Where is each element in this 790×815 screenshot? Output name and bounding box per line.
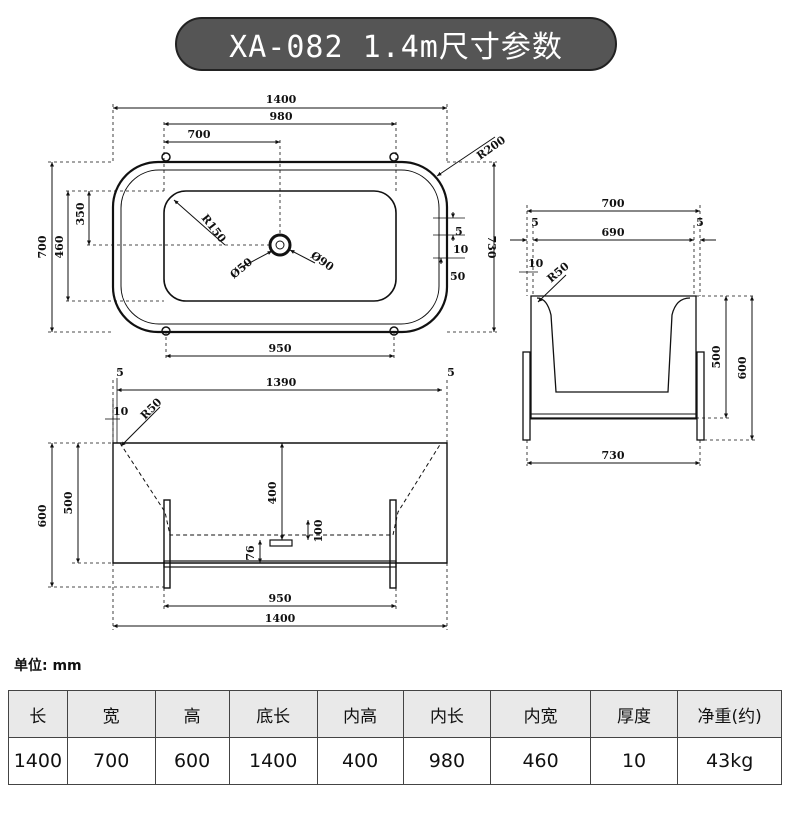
side-view — [48, 378, 448, 630]
leg-bar — [163, 560, 397, 568]
dim-label: 1400 — [265, 612, 296, 625]
dim-label: Ø90 — [308, 249, 336, 274]
dim-label: 730 — [602, 449, 625, 462]
tub-side-outline — [112, 442, 448, 564]
table-header: 厚度 — [589, 690, 679, 738]
leg-left — [163, 499, 171, 589]
tub-side-basin-hidden — [119, 442, 442, 536]
dim-label: R50 — [138, 395, 165, 422]
tub-outer-rim — [111, 160, 449, 334]
dim-label: 600 — [36, 504, 49, 527]
dim-label: 690 — [602, 226, 625, 239]
dim-label: 1400 — [266, 93, 297, 106]
side-view-labels: 5 5 1390 10 R50 600 500 400 100 76 950 1… — [36, 366, 455, 625]
dim-label: R150 — [199, 212, 229, 246]
table-cell: 460 — [490, 737, 591, 785]
table-cell: 1400 — [228, 737, 318, 785]
table-cell: 1400 — [8, 737, 68, 785]
dim-label: 700 — [36, 235, 49, 258]
table-header: 净重(约) — [677, 690, 782, 738]
technical-drawing: 1400 980 700 R200 700 460 350 730 R150 Ø… — [36, 93, 756, 630]
table-header: 内长 — [402, 690, 492, 738]
leg-bar-end — [529, 413, 698, 420]
dim-label: 950 — [269, 342, 292, 355]
dim-label: 5 — [696, 216, 704, 229]
table-cell: 980 — [402, 737, 492, 785]
tub-end-basin — [536, 297, 691, 393]
dim-label: 500 — [62, 491, 75, 514]
table-header: 高 — [154, 690, 230, 738]
dim-label: 400 — [266, 481, 279, 504]
title-banner: XA-082 1.4m尺寸参数 — [175, 17, 617, 71]
dim-label: 10 — [528, 257, 544, 270]
table-cell: 400 — [316, 737, 404, 785]
leg-marker — [389, 152, 399, 162]
table-row: 1400 700 600 1400 400 980 460 10 43kg — [8, 737, 782, 785]
table-header: 内宽 — [490, 690, 591, 738]
dim-label: 460 — [53, 235, 66, 258]
table-cell: 43kg — [677, 737, 782, 785]
leg-marker — [161, 326, 171, 336]
dim-label: 350 — [74, 202, 87, 225]
leg-right-end — [696, 351, 705, 441]
end-view-labels: 700 5 5 690 10 R50 500 600 730 — [528, 197, 749, 462]
end-view — [510, 205, 756, 466]
drain-icon — [268, 233, 292, 257]
leg-marker — [161, 152, 171, 162]
dim-label: 600 — [736, 356, 749, 379]
table-cell: 600 — [154, 737, 230, 785]
spec-table: 长 宽 高 底长 内高 内长 内宽 厚度 净重(约) 1400 700 600 … — [8, 690, 782, 785]
dim-label: 10 — [453, 243, 469, 256]
dim-label: 5 — [531, 216, 539, 229]
tub-end-outline — [530, 295, 697, 419]
dim-label: 1390 — [266, 376, 297, 389]
dim-label: 730 — [485, 236, 498, 259]
leg-marker — [389, 326, 399, 336]
dim-label: 10 — [113, 405, 129, 418]
leg-left-end — [522, 351, 531, 441]
table-header: 底长 — [228, 690, 318, 738]
leg-right — [389, 499, 397, 589]
dim-label: 50 — [450, 270, 466, 283]
dim-label: 5 — [447, 366, 455, 379]
table-header: 内高 — [316, 690, 404, 738]
drain-fitting — [269, 539, 293, 547]
dim-label: Ø50 — [228, 255, 256, 281]
dim-label: 980 — [270, 110, 293, 123]
table-header: 长 — [8, 690, 68, 738]
dim-label: 76 — [244, 545, 257, 561]
unit-label: 单位: mm — [14, 658, 82, 674]
dim-label: 500 — [710, 345, 723, 368]
dim-label: 5 — [455, 225, 463, 238]
dim-label: R50 — [545, 259, 572, 285]
table-cell: 10 — [589, 737, 679, 785]
dim-label: 5 — [116, 366, 124, 379]
dim-label: R200 — [474, 133, 508, 162]
dim-label: 950 — [269, 592, 292, 605]
dim-label: 100 — [312, 519, 325, 542]
page-title: XA-082 1.4m尺寸参数 — [229, 30, 563, 65]
dim-label: 700 — [602, 197, 625, 210]
dim-label: 700 — [188, 128, 211, 141]
table-header: 宽 — [66, 690, 156, 738]
table-cell: 700 — [66, 737, 156, 785]
table-header-row: 长 宽 高 底长 内高 内长 内宽 厚度 净重(约) — [8, 690, 782, 738]
top-view — [48, 104, 497, 360]
